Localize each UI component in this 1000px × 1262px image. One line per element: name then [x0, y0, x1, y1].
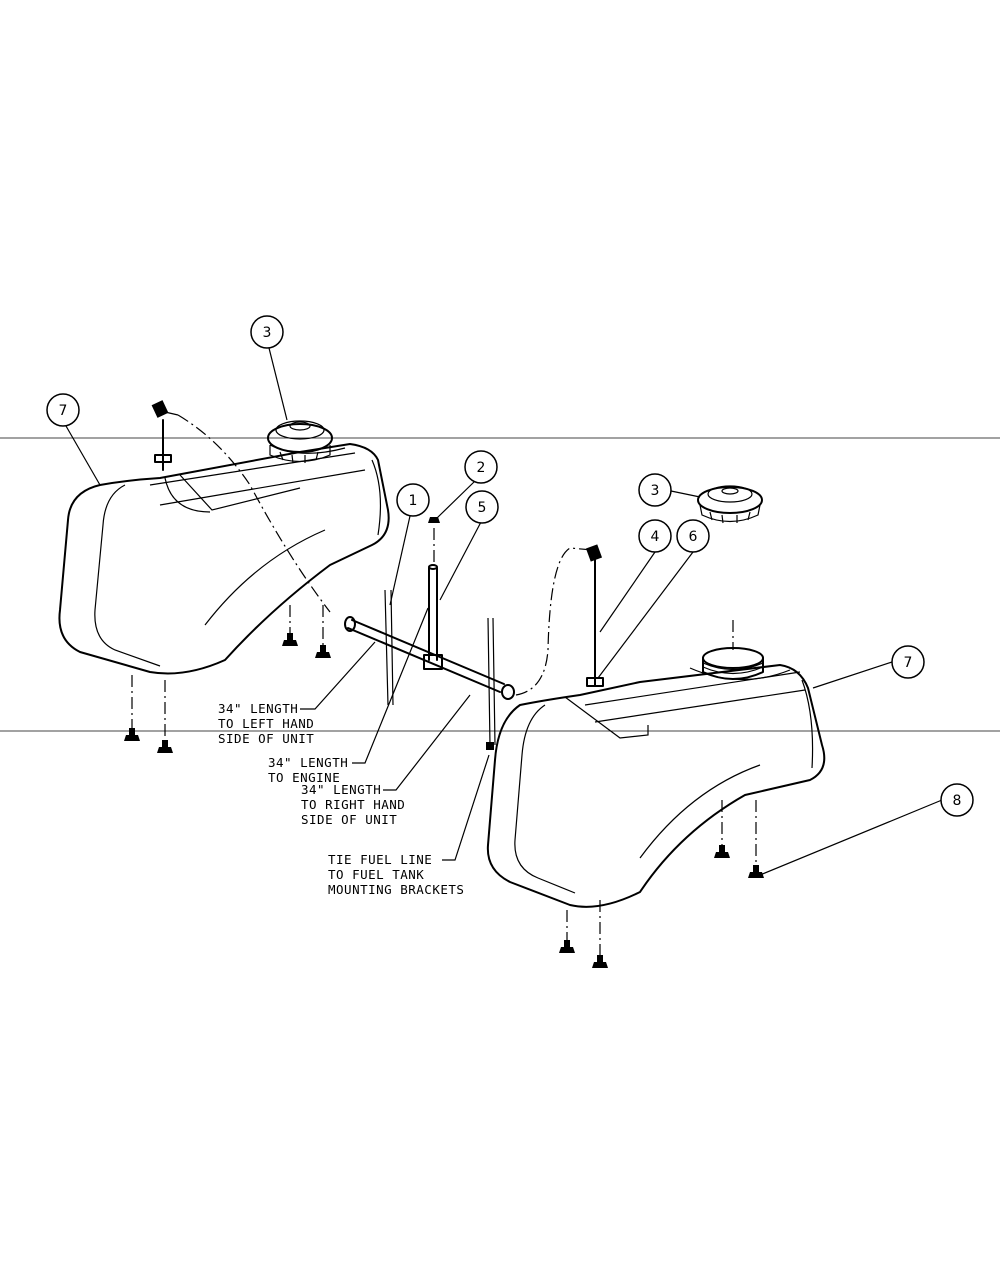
svg-text:SIDE OF UNIT: SIDE OF UNIT	[301, 812, 397, 827]
center-fuel-line-assembly	[344, 517, 515, 700]
svg-text:TO FUEL TANK: TO FUEL TANK	[328, 867, 424, 882]
callout-balloon-8: 8	[940, 783, 974, 817]
svg-text:MOUNTING BRACKETS: MOUNTING BRACKETS	[328, 882, 464, 897]
svg-text:7: 7	[904, 655, 913, 671]
svg-text:TO ENGINE: TO ENGINE	[268, 770, 340, 785]
callout-balloon-4: 4	[638, 519, 672, 553]
right-fuel-cap	[697, 485, 763, 524]
note-tie-fuel-line: TIE FUEL LINE TO FUEL TANK MOUNTING BRAC…	[328, 852, 464, 897]
right-fuel-line-dashed	[515, 547, 593, 696]
svg-text:8: 8	[953, 793, 962, 809]
svg-text:1: 1	[409, 493, 418, 509]
svg-text:34" LENGTH: 34" LENGTH	[218, 701, 298, 716]
callout-balloon-cap-left: 3	[250, 315, 284, 349]
svg-text:6: 6	[689, 529, 698, 545]
callout-balloon-tank-left: 7	[46, 393, 80, 427]
left-pickup-tube	[151, 400, 179, 471]
left-fuel-line-dashed	[177, 414, 331, 613]
svg-text:TIE FUEL LINE: TIE FUEL LINE	[328, 852, 432, 867]
svg-text:34" LENGTH: 34" LENGTH	[301, 782, 381, 797]
right-pickup-tube	[585, 544, 604, 687]
svg-text:5: 5	[478, 500, 487, 516]
svg-text:3: 3	[263, 325, 272, 341]
callout-leaders	[65, 347, 943, 876]
svg-text:4: 4	[651, 529, 660, 545]
left-mounting-bolts	[124, 633, 331, 753]
callout-balloon-tank-right: 7	[891, 645, 925, 679]
svg-text:3: 3	[651, 483, 660, 499]
note-right-hand: 34" LENGTH TO RIGHT HAND SIDE OF UNIT	[301, 782, 405, 827]
svg-text:2: 2	[477, 460, 486, 476]
callout-balloon-cap-right: 3	[638, 473, 672, 507]
left-fuel-cap	[267, 420, 333, 464]
right-mounting-bolts	[559, 845, 764, 968]
svg-text:SIDE OF UNIT: SIDE OF UNIT	[218, 731, 314, 746]
svg-text:7: 7	[59, 403, 68, 419]
note-engine: 34" LENGTH TO ENGINE	[268, 755, 348, 785]
svg-text:34" LENGTH: 34" LENGTH	[268, 755, 348, 770]
note-left-hand: 34" LENGTH TO LEFT HAND SIDE OF UNIT	[218, 701, 314, 746]
cable-ties	[384, 589, 496, 750]
callout-balloon-1: 1	[396, 483, 430, 517]
callout-balloon-2: 2	[464, 450, 498, 484]
callout-balloon-5: 5	[465, 490, 499, 524]
left-fuel-tank	[58, 443, 390, 675]
callout-balloon-6: 6	[676, 519, 710, 553]
svg-text:TO RIGHT HAND: TO RIGHT HAND	[301, 797, 405, 812]
svg-text:TO LEFT HAND: TO LEFT HAND	[218, 716, 314, 731]
right-filler-neck	[702, 620, 764, 680]
right-fuel-tank	[486, 664, 826, 908]
